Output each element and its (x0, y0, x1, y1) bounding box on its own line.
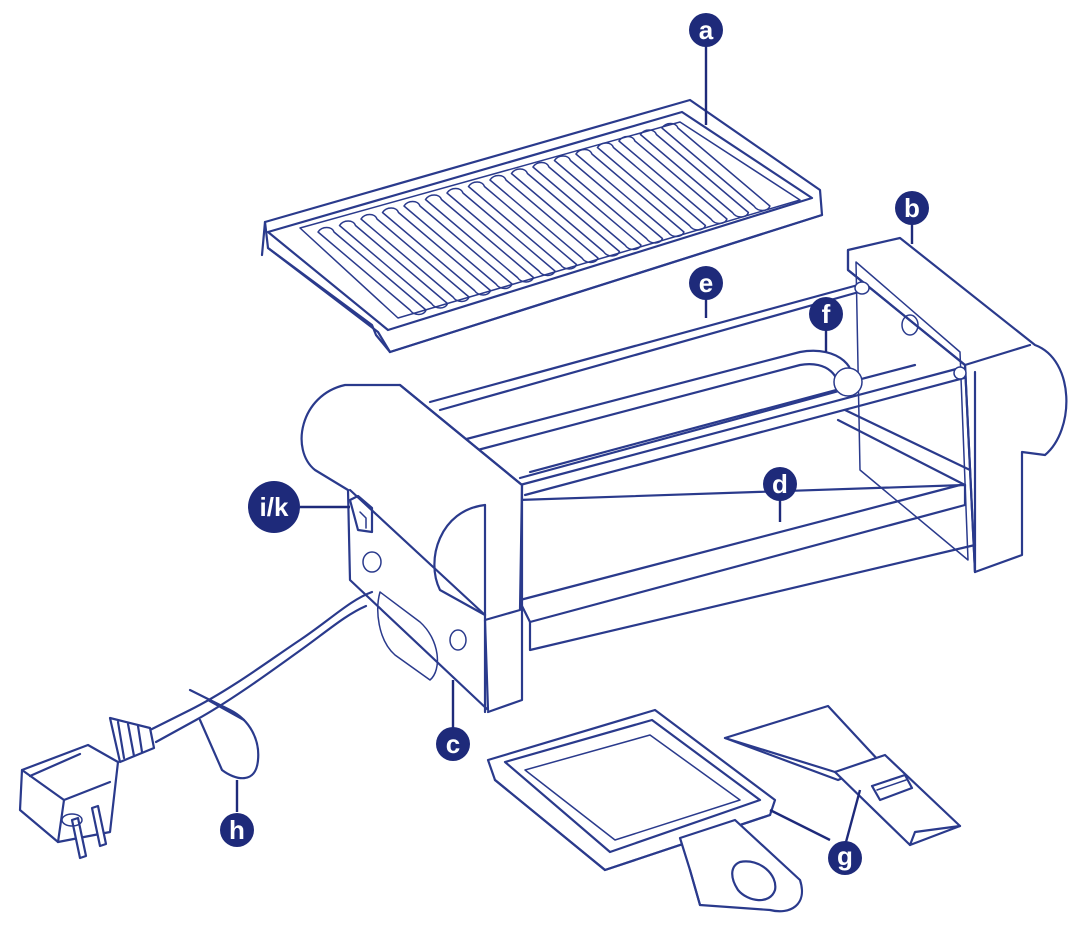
grill-rib (618, 135, 728, 225)
base-unit (300, 236, 1068, 714)
label-f: f (809, 297, 843, 331)
label-b: b (895, 191, 929, 225)
grill-rib (510, 168, 621, 257)
label-e: e (689, 266, 723, 300)
label-g: g (828, 841, 862, 875)
svg-text:h: h (229, 815, 245, 845)
grill-rib (639, 129, 750, 218)
grill-rib (424, 194, 535, 283)
svg-text:b: b (904, 193, 920, 223)
svg-text:f: f (822, 299, 831, 329)
grill-rib (403, 200, 513, 290)
grill-rib (381, 207, 492, 296)
grill-rib (661, 122, 771, 212)
label-c: c (436, 727, 470, 761)
grill-plate (260, 98, 824, 354)
svg-text:d: d (772, 469, 788, 499)
grill-rib (489, 174, 599, 264)
svg-text:i/k: i/k (260, 492, 289, 522)
grill-rib (553, 155, 664, 244)
label-d: d (763, 467, 797, 501)
grill-rib (360, 213, 470, 303)
grill-rib (596, 142, 707, 231)
svg-text:c: c (446, 729, 460, 759)
grill-rib (575, 148, 685, 238)
grill-rib (467, 181, 578, 270)
svg-text:g: g (837, 841, 853, 871)
svg-text:a: a (699, 15, 714, 45)
grill-rib (317, 226, 427, 316)
spatula (723, 704, 962, 847)
label-a: a (689, 13, 723, 47)
grill-rib (446, 187, 556, 277)
label-ik: i/k (248, 481, 300, 533)
label-h: h (220, 813, 254, 847)
raclette-pan (486, 708, 803, 913)
leader-lines (235, 46, 914, 843)
grill-rib (338, 220, 449, 309)
power-cord (18, 590, 374, 860)
svg-text:e: e (699, 268, 713, 298)
grill-rib (532, 161, 642, 251)
